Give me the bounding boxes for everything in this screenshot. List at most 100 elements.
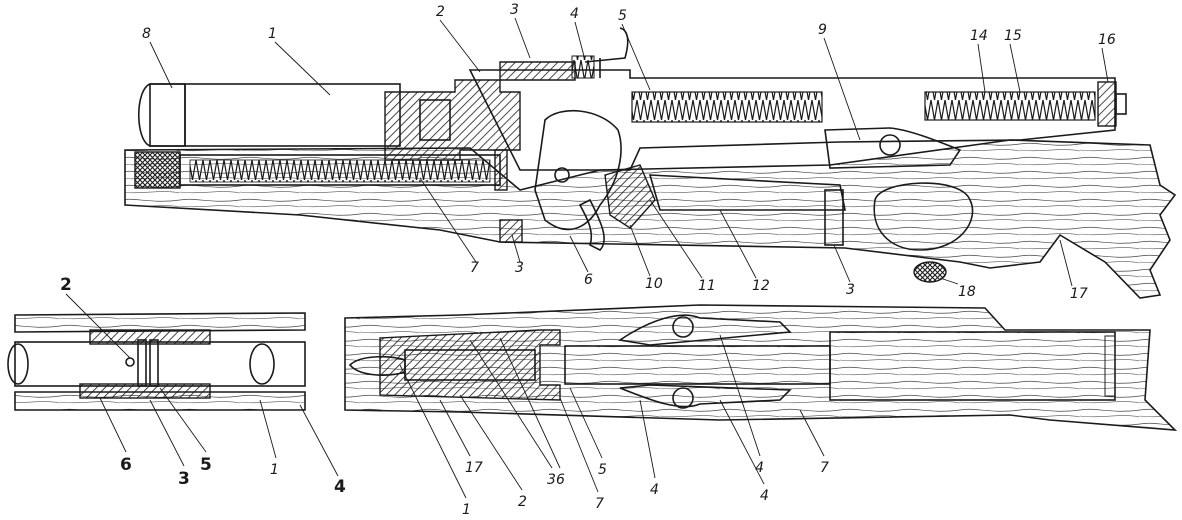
top-leader-7 <box>499 337 561 469</box>
top-leader-8 <box>559 397 599 493</box>
side-label-16: 3 <box>846 282 855 298</box>
top-leader-5 <box>459 394 523 491</box>
side-leader-9 <box>1101 47 1109 83</box>
trigger <box>578 198 605 251</box>
block-3-lower <box>499 219 523 243</box>
sight-spring <box>571 55 595 79</box>
top-leader-4 <box>439 399 471 457</box>
side-leader-7 <box>977 43 986 93</box>
grip-guard <box>873 182 974 251</box>
top-leader-2 <box>799 409 825 457</box>
side-leader-13 <box>629 224 651 277</box>
barrel-nut <box>384 79 521 161</box>
side-label-5: 8 <box>142 26 151 42</box>
top-leader-3 <box>399 364 467 499</box>
side-label-3: 4 <box>570 6 579 22</box>
side-leader-8 <box>1009 43 1021 93</box>
hammer <box>534 109 622 231</box>
muzzle-cap <box>137 83 186 147</box>
side-leader-14 <box>649 199 703 279</box>
front-knurl <box>134 151 181 189</box>
side-label-17: 18 <box>958 284 976 300</box>
top-label-1: 4 <box>650 482 659 498</box>
side-label-11: 3 <box>515 260 524 276</box>
top-leader-10 <box>719 399 765 485</box>
side-leader-4 <box>621 23 651 91</box>
side-leader-10 <box>419 177 477 263</box>
side-leader-1 <box>439 19 481 73</box>
side-leader-5 <box>149 41 173 89</box>
hammer-pivot <box>554 167 570 183</box>
cross-label-1: 6 <box>120 455 132 475</box>
top-link-lower <box>619 384 792 408</box>
top-label-2: 7 <box>820 460 829 476</box>
top-leader-1 <box>639 399 656 479</box>
top-label-8: 7 <box>595 496 604 512</box>
top-label-7: 6 <box>556 472 565 488</box>
top-label-4: 17 <box>465 460 483 476</box>
end-cap <box>1097 81 1117 127</box>
side-label-4: 5 <box>618 8 627 24</box>
top-view <box>344 304 1178 431</box>
cross-leader-2 <box>149 399 185 467</box>
side-label-1: 2 <box>436 4 445 20</box>
cs-ring <box>137 339 147 387</box>
cocking-lever <box>648 174 846 211</box>
top-label-9: 5 <box>598 462 607 478</box>
side-view <box>124 27 1177 299</box>
top-label-10: 4 <box>760 488 769 504</box>
side-leader-3 <box>574 21 586 61</box>
side-label-10: 7 <box>470 260 479 276</box>
magazine-spring <box>189 159 491 183</box>
side-label-18: 17 <box>1070 286 1088 302</box>
side-label-9: 16 <box>1098 32 1116 48</box>
cs-collar-bottom <box>79 383 211 399</box>
cross-leader-0 <box>65 293 131 359</box>
cross-label-3: 5 <box>200 455 212 475</box>
cross-leader-4 <box>259 399 277 459</box>
side-leader-16 <box>833 244 851 283</box>
top-chamber-body <box>379 329 561 401</box>
side-leader-17 <box>939 277 959 285</box>
cross-label-5: 4 <box>334 477 346 497</box>
main-spring <box>631 91 823 123</box>
adjuster-knob <box>913 261 947 283</box>
top-leader-6 <box>469 339 553 469</box>
receiver-body <box>468 69 1116 171</box>
side-leader-18 <box>1059 239 1073 287</box>
side-label-12: 6 <box>584 272 593 288</box>
side-leader-12 <box>569 235 589 273</box>
top-chamber-bore <box>404 349 536 381</box>
side-label-6: 9 <box>818 22 827 38</box>
side-label-14: 11 <box>698 278 716 294</box>
barrel <box>149 83 401 147</box>
front-sight <box>584 27 629 78</box>
side-leader-15 <box>719 209 757 279</box>
rear-sight-block <box>499 61 576 81</box>
chamber <box>419 99 451 141</box>
rear-spring <box>924 91 1096 121</box>
side-label-0: 1 <box>268 26 277 42</box>
cross-label-4: 1 <box>270 462 279 478</box>
top-label-5: 2 <box>518 494 527 510</box>
top-link-upper <box>617 314 792 346</box>
side-label-8: 15 <box>1004 28 1022 44</box>
cross-section-view <box>7 312 306 411</box>
side-label-15: 12 <box>752 278 770 294</box>
cross-label-2: 3 <box>178 469 190 489</box>
side-label-2: 3 <box>510 2 519 18</box>
side-leader-11 <box>511 234 521 263</box>
top-label-6: 3 <box>547 472 556 488</box>
top-label-3: 1 <box>462 502 471 518</box>
side-leader-0 <box>274 41 331 96</box>
side-label-13: 10 <box>645 276 663 292</box>
cross-label-0: 2 <box>60 275 72 295</box>
side-leader-2 <box>514 17 531 59</box>
top-label-0: 4 <box>755 460 764 476</box>
cocking-knob <box>824 127 962 169</box>
top-leader-9 <box>569 387 603 459</box>
sear <box>604 164 656 229</box>
side-leader-6 <box>823 37 861 141</box>
cross-leader-3 <box>159 387 207 453</box>
